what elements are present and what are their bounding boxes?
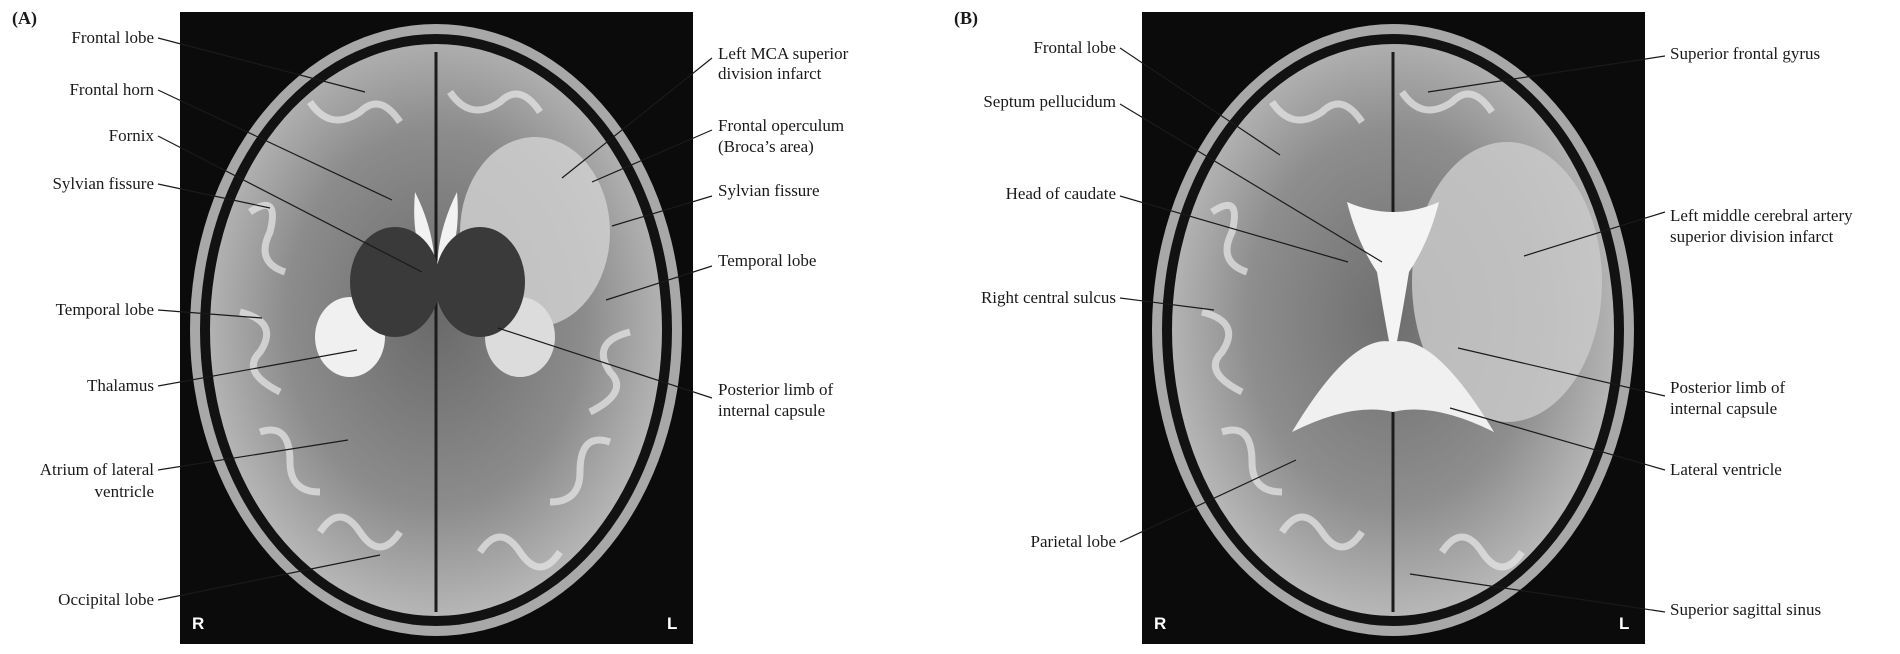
label-b-right-central-sulcus: Right central sulcus	[980, 288, 1116, 307]
label-b-infarct-line1: Left middle cerebral artery	[1670, 206, 1853, 225]
label-a-temporal-lobe-r: Temporal lobe	[55, 300, 154, 319]
label-a-sylvian-fissure-l: Sylvian fissure	[718, 181, 820, 200]
label-a-frontal-lobe: Frontal lobe	[71, 28, 154, 47]
label-a-operculum-line2: (Broca’s area)	[718, 137, 814, 156]
scan-b-right-marker: R	[1154, 614, 1167, 633]
label-b-superior-sagittal-sinus: Superior sagittal sinus	[1670, 600, 1822, 619]
label-a-sylvian-fissure-r: Sylvian fissure	[52, 174, 154, 193]
label-a-plic-line1: Posterior limb of	[718, 380, 834, 399]
label-a-plic-line2: internal capsule	[718, 401, 826, 420]
label-b-frontal-lobe: Frontal lobe	[1033, 38, 1116, 57]
label-a-mca-line1: Left MCA superior	[718, 44, 849, 63]
label-b-plic-line1: Posterior limb of	[1670, 378, 1786, 397]
label-a-temporal-lobe-l: Temporal lobe	[718, 251, 817, 270]
mri-image-b	[1152, 24, 1634, 636]
label-a-fornix: Fornix	[108, 126, 154, 145]
label-a-operculum-line1: Frontal operculum	[718, 116, 845, 135]
label-a-occipital-lobe: Occipital lobe	[58, 590, 154, 609]
label-b-head-of-caudate: Head of caudate	[1005, 184, 1116, 203]
label-a-frontal-horn: Frontal horn	[69, 80, 154, 99]
scan-a-right-marker: R	[192, 614, 205, 633]
label-b-septum-pellucidum: Septum pellucidum	[983, 92, 1116, 111]
scan-b-left-marker: L	[1619, 614, 1630, 633]
label-a-atrium-line2: ventricle	[94, 482, 154, 501]
label-b-infarct-line2: superior division infarct	[1670, 227, 1834, 246]
label-a-mca-line2: division infarct	[718, 64, 822, 83]
label-b-parietal-lobe: Parietal lobe	[1030, 532, 1116, 551]
label-a-thalamus: Thalamus	[86, 376, 154, 395]
label-b-superior-frontal-gyrus: Superior frontal gyrus	[1670, 44, 1821, 63]
panel-b-letter: (B)	[954, 8, 978, 28]
scan-a-left-marker: L	[667, 614, 678, 633]
mri-scan-b: R L	[1142, 12, 1645, 644]
panel-a-letter: (A)	[12, 8, 37, 28]
label-b-plic-line2: internal capsule	[1670, 399, 1778, 418]
mri-scan-a: R L	[180, 12, 693, 644]
mri-image-a	[190, 24, 682, 636]
label-a-atrium-line1: Atrium of lateral	[39, 460, 154, 479]
label-b-lateral-ventricle: Lateral ventricle	[1670, 460, 1782, 479]
